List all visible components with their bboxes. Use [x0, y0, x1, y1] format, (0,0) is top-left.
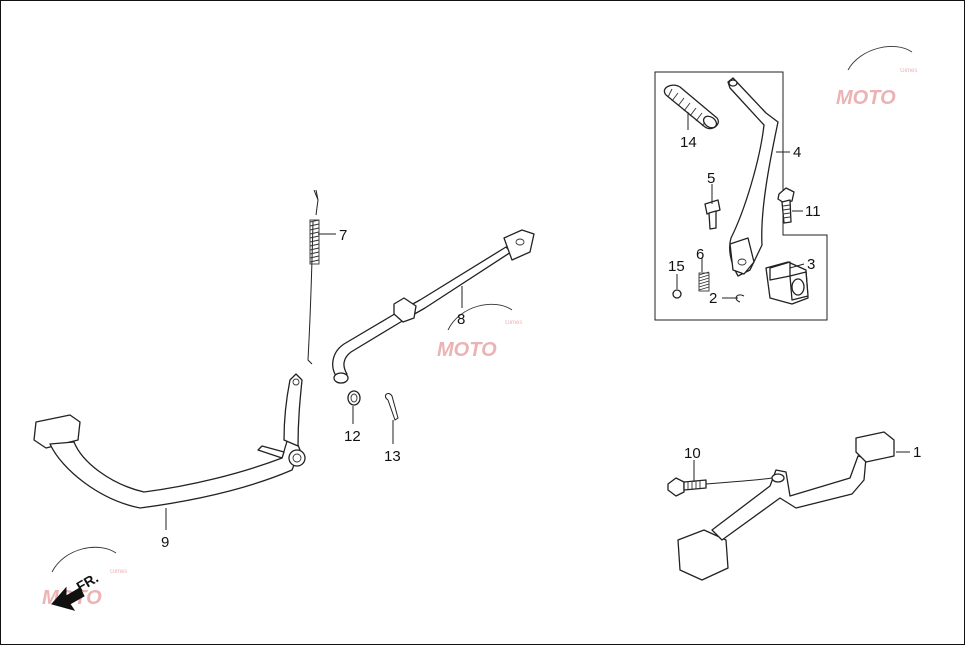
watermark-sub: Gimes: [900, 68, 917, 74]
callout-6: 6: [696, 246, 704, 263]
part-8-brake-rod: [332, 229, 535, 384]
watermark-sub: Gimes: [505, 320, 522, 326]
part-5-pivot-bolt: [704, 199, 721, 230]
watermark-top-right: MOTO Gimes: [836, 45, 917, 109]
callout-5: 5: [707, 170, 715, 187]
callout-13: 13: [384, 448, 401, 465]
part-3-bracket: [765, 261, 809, 305]
callout-2: 2: [709, 290, 717, 307]
callout-10: 10: [684, 445, 701, 462]
watermark-brand: MOTO: [437, 339, 497, 361]
callouts: 1 2 3 4 5 6 7 8 9 10 11 12 13 14 15: [161, 134, 921, 551]
part-12-washer: [347, 390, 361, 406]
part-10-bolt: [667, 477, 707, 497]
callout-1: 1: [913, 444, 921, 461]
callout-3: 3: [807, 256, 815, 273]
callout-9: 9: [161, 534, 169, 551]
watermark-brand: MOTO: [836, 87, 896, 109]
watermark-sub: Gimes: [110, 569, 127, 575]
callout-7: 7: [339, 227, 347, 244]
part-11-bolt: [777, 187, 795, 224]
part-9-brake-pedal: [33, 373, 306, 509]
callout-12: 12: [344, 428, 361, 445]
arrow-icon: [51, 586, 85, 611]
callout-14: 14: [680, 134, 697, 151]
callout-4: 4: [793, 144, 801, 161]
part-1-gear-shift-lever: [677, 431, 895, 581]
part-14-rubber-grip: [663, 84, 719, 130]
part-2-clip: [735, 294, 745, 303]
part-7-spring: [307, 189, 320, 365]
part-4-side-stand: [727, 77, 779, 277]
leader-lines: [165, 112, 910, 530]
callout-15: 15: [668, 258, 685, 275]
callout-8: 8: [457, 311, 465, 328]
inset-box: [654, 71, 828, 321]
part-15-ball: [672, 289, 682, 299]
callout-11: 11: [805, 203, 821, 220]
watermark-center: MOTO Gimes: [437, 303, 522, 361]
part-6-spring: [698, 271, 710, 292]
part-13-cotter-pin: [385, 393, 399, 421]
